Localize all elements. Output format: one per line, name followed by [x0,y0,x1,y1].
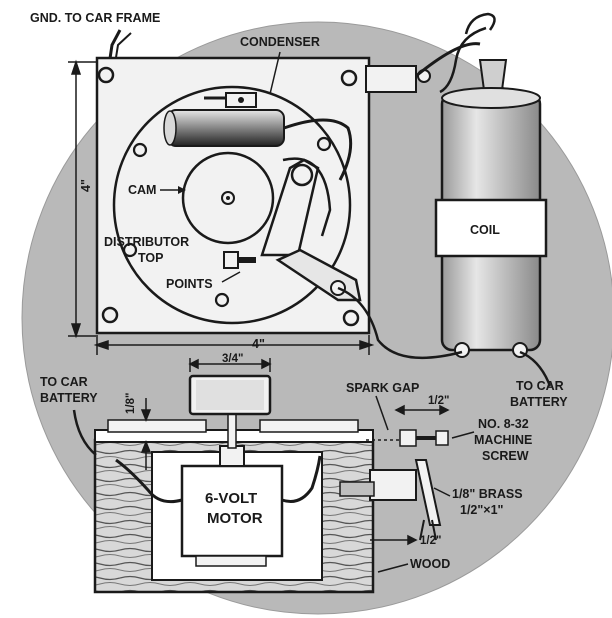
condenser [163,92,353,181]
motor-label-2: MOTOR [207,510,263,527]
wood-arrow [377,563,409,573]
cam-label: CAM [128,183,156,197]
screw-label-2: MACHINE [474,433,532,447]
left-battery-wire [72,409,97,456]
brass-label-1: 1/8" BRASS [452,487,523,501]
points-arrow [221,271,241,283]
half-top-dimension [394,404,450,416]
condenser-label: CONDENSER [240,35,320,49]
cam-arrowhead [178,186,186,194]
wood-label: WOOD [410,557,450,571]
coil-battery-wire [519,350,552,387]
half-top-label: 1/2" [428,395,449,407]
brass-arrow [433,487,451,497]
shaft-dimension [188,358,272,372]
distributor-screws [122,136,332,308]
height-dim-label: 4" [79,179,93,192]
eighth-dimension [140,398,152,470]
spark-gap-arrow [375,395,389,431]
spark-gap-assembly [339,429,449,541]
battery-right-label-2: BATTERY [510,395,568,409]
distributor-label-1: DISTRIBUTOR [104,235,189,249]
battery-left-label-2: BATTERY [40,391,98,405]
height-dimension [68,59,96,339]
rotor-cam [188,374,272,416]
screw-label-1: NO. 8-32 [478,417,529,431]
ground-label: GND. TO CAR FRAME [30,11,160,25]
width-dimension [93,335,375,355]
brass-label-2: 1/2"×1" [460,503,504,517]
ignition-coil [365,12,548,358]
shaft-dim-label: 3/4" [222,353,243,365]
coil-to-points-wire [337,286,463,360]
screw-arrow [451,431,475,439]
points-label: POINTS [166,277,213,291]
eighth-dim-label: 1/8" [125,393,137,414]
cam [181,151,275,245]
distributor-label-2: TOP [138,251,163,265]
plate-screws [97,66,360,327]
motor-label-1: 6-VOLT [205,490,257,507]
spark-gap-label: SPARK GAP [346,381,419,395]
screw-label-3: SCREW [482,449,529,463]
width-dim-label: 4" [252,337,265,351]
coil-label: COIL [470,223,500,237]
battery-left-label-1: TO CAR [40,375,88,389]
battery-right-label-1: TO CAR [516,379,564,393]
condenser-arrow [269,51,281,95]
half-bottom-dimension [370,534,418,546]
motor [115,411,322,567]
half-bottom-label: 1/2" [420,535,441,547]
